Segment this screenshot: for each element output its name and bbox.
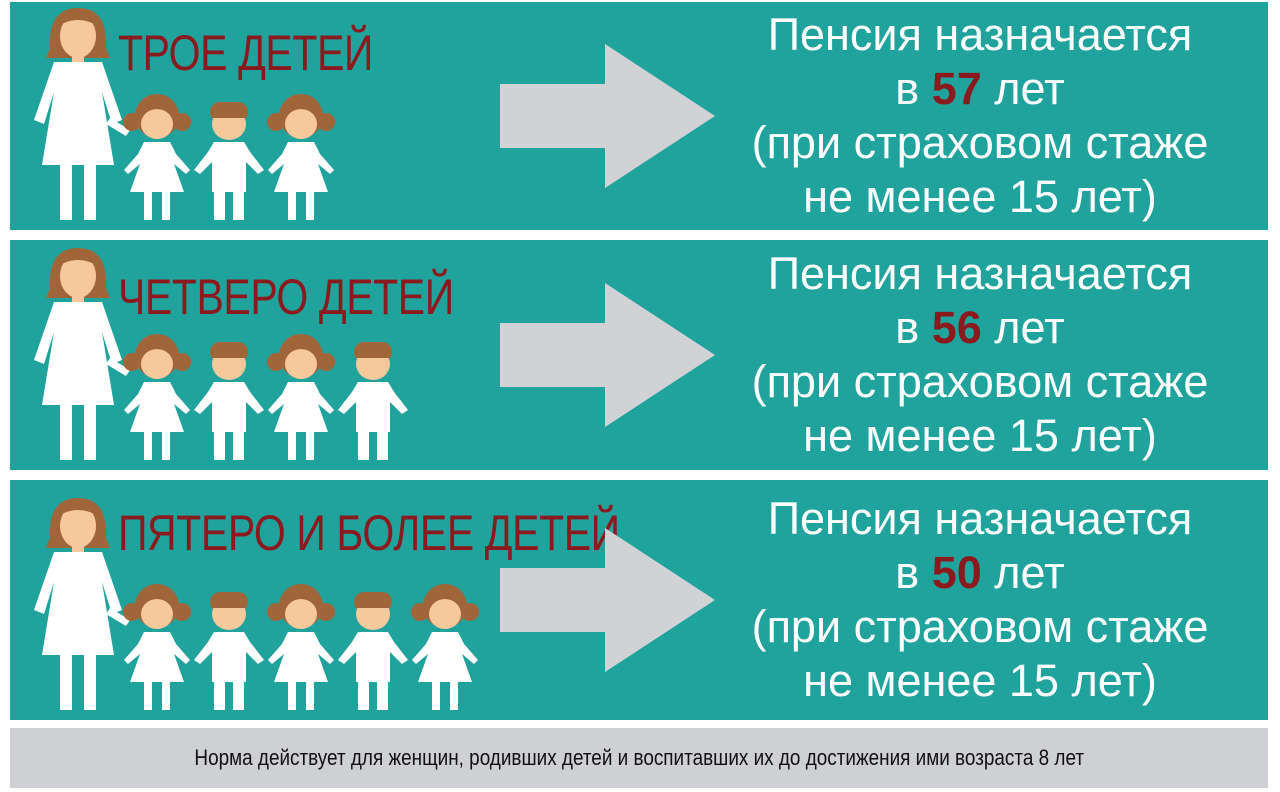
panel-three-children: ТРОЕ ДЕТЕЙ Пенсия назначается в 57 лет (… [10, 2, 1268, 230]
girl-figure [267, 334, 335, 460]
pension-line-4: не менее 15 лет) [803, 410, 1157, 461]
boy-figure [338, 592, 408, 710]
girl-figure [267, 94, 335, 220]
boy-figure [194, 102, 264, 220]
girl-figure [123, 94, 191, 220]
age-prefix: в [895, 302, 920, 353]
age-suffix: лет [994, 547, 1065, 598]
girl-figure [267, 584, 335, 710]
mother-figure [34, 498, 130, 710]
pension-info: Пенсия назначается в 56 лет (при страхов… [700, 247, 1260, 463]
arrow-right-icon [500, 44, 715, 188]
footer-note: Норма действует для женщин, родивших дет… [10, 728, 1268, 788]
pension-line-1: Пенсия назначается [767, 493, 1193, 544]
pension-info: Пенсия назначается в 50 лет (при страхов… [700, 492, 1260, 708]
pension-age: 56 [931, 302, 982, 353]
pension-line-1: Пенсия назначается [767, 248, 1193, 299]
pension-age-line: в 50 лет [700, 546, 1260, 600]
age-prefix: в [895, 63, 920, 114]
pension-info: Пенсия назначается в 57 лет (при страхов… [700, 8, 1260, 224]
mother-figure [34, 248, 130, 460]
pension-line-4: не менее 15 лет) [803, 655, 1157, 706]
age-prefix: в [895, 547, 920, 598]
pension-age-line: в 57 лет [700, 62, 1260, 116]
pension-line-4: не менее 15 лет) [803, 171, 1157, 222]
boy-figure [194, 592, 264, 710]
panel-five-children: ПЯТЕРО И БОЛЕЕ ДЕТЕЙ Пенсия назначается … [10, 480, 1268, 720]
children-count-title: ПЯТЕРО И БОЛЕЕ ДЕТЕЙ [118, 505, 620, 561]
children-count-title: ТРОЕ ДЕТЕЙ [118, 25, 373, 81]
age-suffix: лет [994, 63, 1065, 114]
panel-four-children: ЧЕТВЕРО ДЕТЕЙ Пенсия назначается в 56 ле… [10, 240, 1268, 470]
arrow-right-icon [500, 283, 715, 427]
children-count-title: ЧЕТВЕРО ДЕТЕЙ [118, 269, 454, 325]
pension-line-3: (при страховом стаже [751, 117, 1209, 168]
pension-line-3: (при страховом стаже [751, 601, 1209, 652]
boy-figure [338, 342, 408, 460]
footer-text: Норма действует для женщин, родивших дет… [194, 745, 1084, 770]
pension-line-1: Пенсия назначается [767, 9, 1193, 60]
pension-age: 50 [931, 547, 982, 598]
boy-figure [194, 342, 264, 460]
mother-figure [34, 8, 130, 220]
age-suffix: лет [994, 302, 1065, 353]
girl-figure [123, 334, 191, 460]
girl-figure [123, 584, 191, 710]
pension-age-line: в 56 лет [700, 301, 1260, 355]
pension-line-3: (при страховом стаже [751, 356, 1209, 407]
pension-age: 57 [931, 63, 982, 114]
arrow-right-icon [500, 528, 715, 672]
girl-figure [411, 584, 479, 710]
